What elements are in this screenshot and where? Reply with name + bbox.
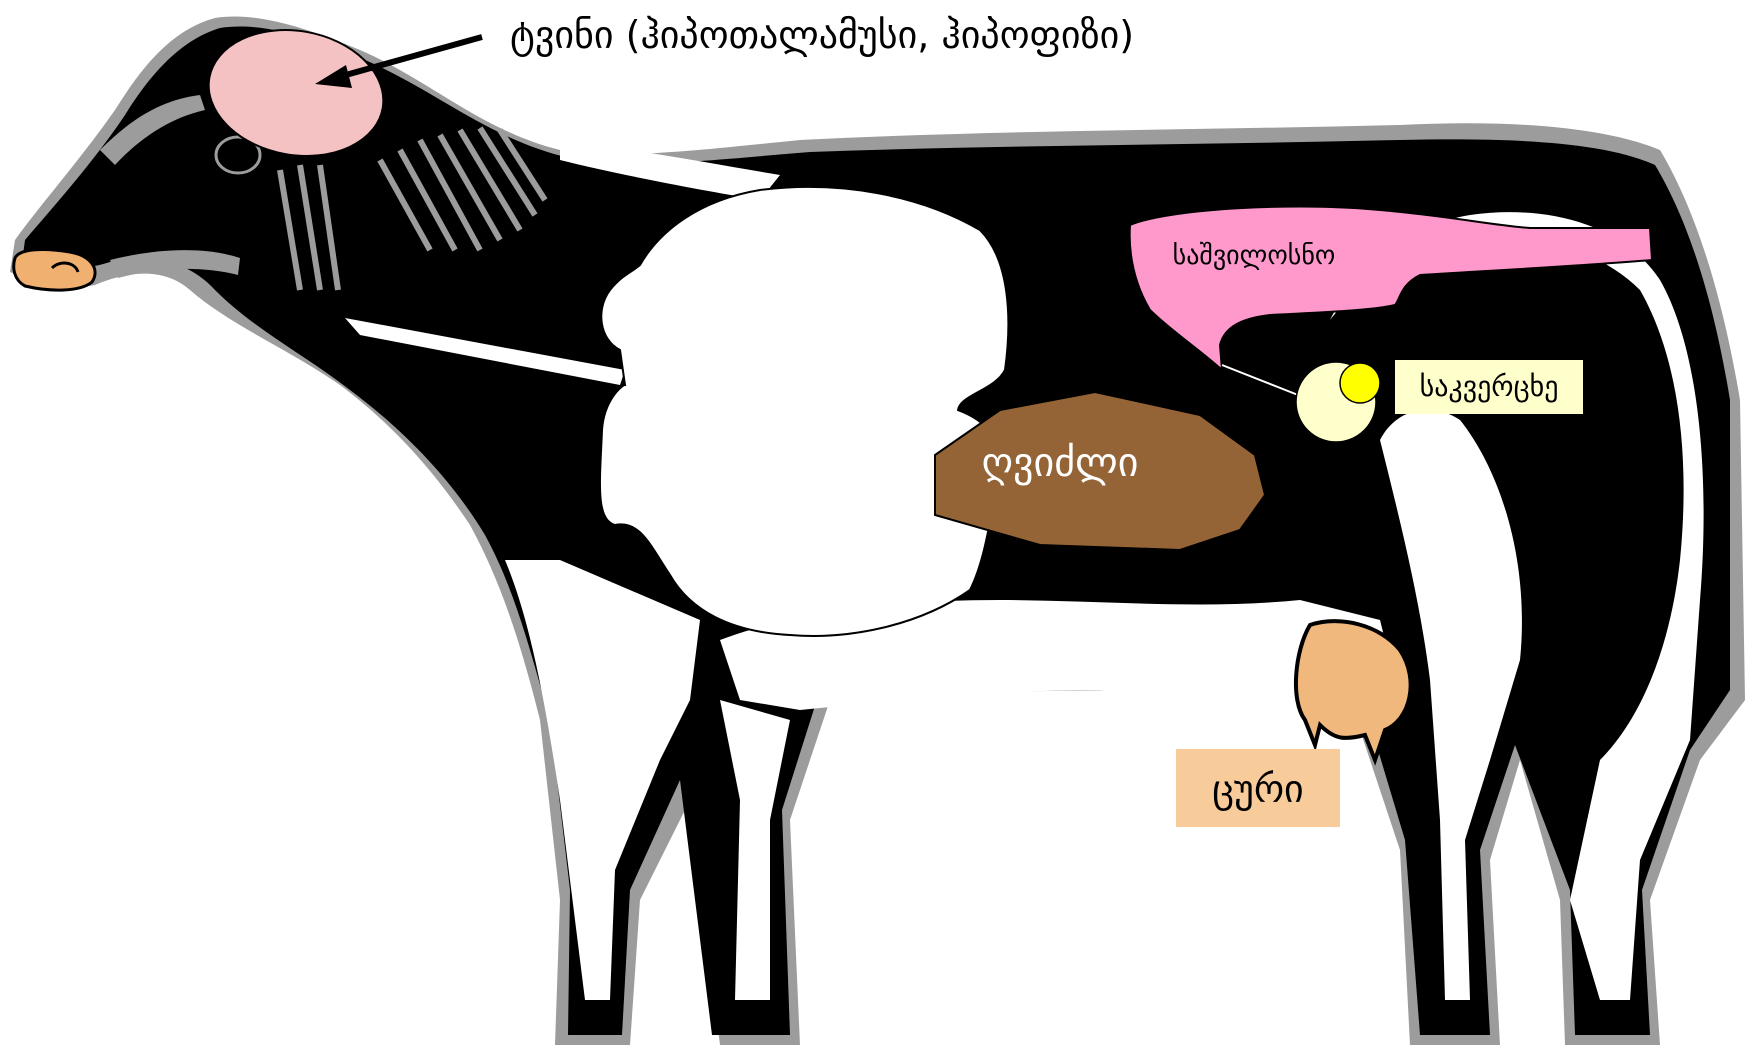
brain-shape: [199, 17, 394, 170]
label-uterus: საშვილოსნო: [1173, 241, 1336, 271]
label-brain: ტვინი (ჰიპოთალამუსი, ჰიპოფიზი): [510, 13, 1134, 57]
label-udder: ცური: [1212, 767, 1303, 811]
label-liver: ღვიძლი: [982, 440, 1139, 486]
ovary-connector-line: [1222, 365, 1298, 395]
label-ovary: საკვერცხე: [1420, 370, 1559, 403]
ovary-inner: [1340, 363, 1380, 403]
uterus-shape: [1130, 206, 1652, 370]
